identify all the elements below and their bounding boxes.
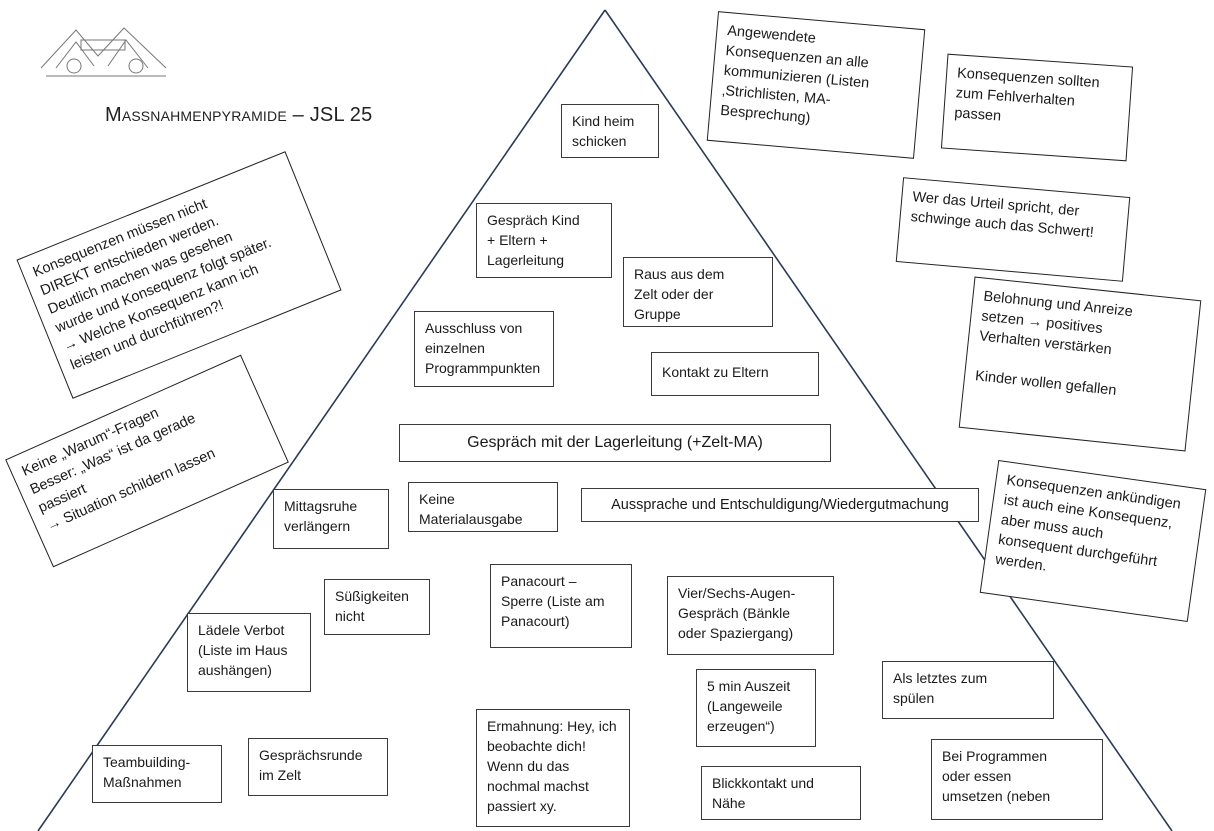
box-gespraechsrunde: Gesprächsrunde im Zelt: [248, 738, 388, 796]
box-laedele: Lädele Verbot (Liste im Haus aushängen): [187, 613, 311, 692]
box-mittagsruhe: Mittagsruhe verlängern: [273, 489, 389, 549]
box-gespraech-kind-eltern: Gespräch Kind + Eltern + Lagerleitung: [476, 203, 612, 278]
page-title: Maßnahmenpyramide – JSL 25: [105, 104, 373, 126]
box-panacourt: Panacourt – Sperre (Liste am Panacourt): [490, 564, 632, 648]
box-blickkontakt: Blickkontakt und Nähe: [701, 766, 861, 820]
box-programme: Bei Programmen oder essen umsetzen (nebe…: [931, 739, 1103, 820]
note-belohnung: Belohnung und Anreize setzen → positives…: [958, 276, 1202, 452]
box-suessigkeiten: Süßigkeiten nicht: [324, 579, 430, 635]
camp-logo: [40, 27, 167, 77]
box-teambuilding: Teambuilding- Maßnahmen: [92, 745, 222, 803]
box-kind-heim: Kind heim schicken: [561, 104, 659, 158]
box-gespraech-lagerleitung: Gespräch mit der Lagerleitung (+Zelt-MA): [399, 424, 831, 462]
box-auszeit: 5 min Auszeit (Langeweile erzeugen“): [696, 669, 816, 747]
box-ermahnung: Ermahnung: Hey, ich beobachte dich! Wenn…: [476, 709, 630, 827]
box-kontakt-eltern: Kontakt zu Eltern: [651, 352, 819, 396]
box-spuelen: Als letztes zum spülen: [882, 661, 1054, 719]
box-vier-augen: Vier/Sechs-Augen- Gespräch (Bänkle oder …: [667, 576, 834, 655]
note-angewendete: Angewendete Konsequenzen an alle kommuni…: [706, 11, 926, 159]
box-ausschluss: Ausschluss von einzelnen Programmpunkten: [414, 311, 554, 387]
note-fehlverhalten: Konsequenzen sollten zum Fehlverhalten p…: [940, 53, 1134, 162]
box-aussprache: Aussprache und Entschuldigung/Wiedergutm…: [581, 488, 979, 522]
box-raus-zelt: Raus aus dem Zelt oder der Gruppe: [623, 257, 773, 327]
box-keine-material: Keine Materialausgabe: [408, 482, 558, 532]
